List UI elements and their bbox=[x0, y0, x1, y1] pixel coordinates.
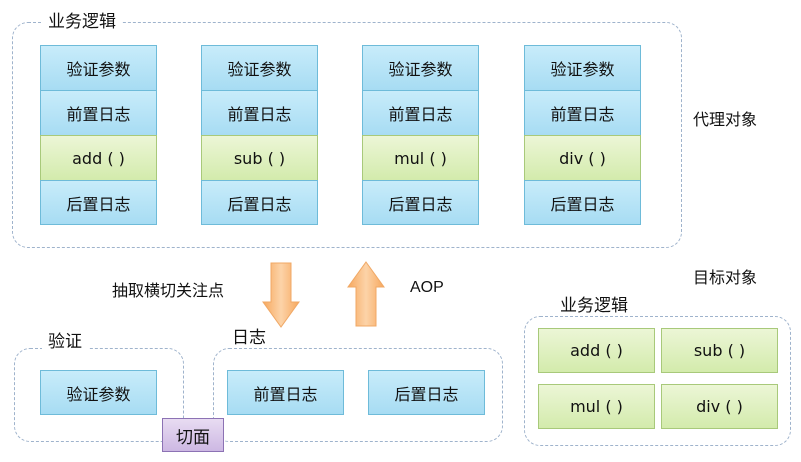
validate-params-cell: 验证参数 bbox=[40, 370, 157, 415]
validate-params-cell: 验证参数 bbox=[524, 45, 641, 90]
validate-params-cell: 验证参数 bbox=[40, 45, 157, 90]
up-arrow-icon bbox=[347, 261, 385, 327]
validate-params-cell: 验证参数 bbox=[362, 45, 479, 90]
method-div-cell: div ( ) bbox=[524, 135, 641, 180]
method-sub-cell: sub ( ) bbox=[201, 135, 318, 180]
pre-log-cell: 前置日志 bbox=[524, 90, 641, 135]
validate-params-cell: 验证参数 bbox=[201, 45, 318, 90]
post-log-cell: 后置日志 bbox=[524, 180, 641, 225]
post-log-cell: 后置日志 bbox=[368, 370, 485, 415]
method-div-cell: div ( ) bbox=[661, 384, 778, 429]
method-sub-cell: sub ( ) bbox=[661, 328, 778, 373]
pre-log-cell: 前置日志 bbox=[227, 370, 344, 415]
pre-log-cell: 前置日志 bbox=[40, 90, 157, 135]
log-group-title: 日志 bbox=[226, 328, 272, 348]
aspect-label: 切面 bbox=[162, 418, 224, 452]
pre-log-cell: 前置日志 bbox=[201, 90, 318, 135]
method-mul-cell: mul ( ) bbox=[362, 135, 479, 180]
aop-label: AOP bbox=[410, 279, 444, 296]
extract-crosscutting-label: 抽取横切关注点 bbox=[112, 281, 225, 300]
post-log-cell: 后置日志 bbox=[362, 180, 479, 225]
method-add-cell: add ( ) bbox=[40, 135, 157, 180]
down-arrow-icon bbox=[262, 262, 300, 328]
target-group-title: 业务逻辑 bbox=[554, 296, 634, 316]
post-log-cell: 后置日志 bbox=[40, 180, 157, 225]
pre-log-cell: 前置日志 bbox=[362, 90, 479, 135]
post-log-cell: 后置日志 bbox=[201, 180, 318, 225]
target-object-label: 目标对象 bbox=[693, 268, 758, 287]
method-add-cell: add ( ) bbox=[538, 328, 655, 373]
proxy-group-title: 业务逻辑 bbox=[42, 12, 122, 32]
validate-group-title: 验证 bbox=[42, 332, 88, 352]
method-mul-cell: mul ( ) bbox=[538, 384, 655, 429]
proxy-object-label: 代理对象 bbox=[693, 110, 758, 129]
